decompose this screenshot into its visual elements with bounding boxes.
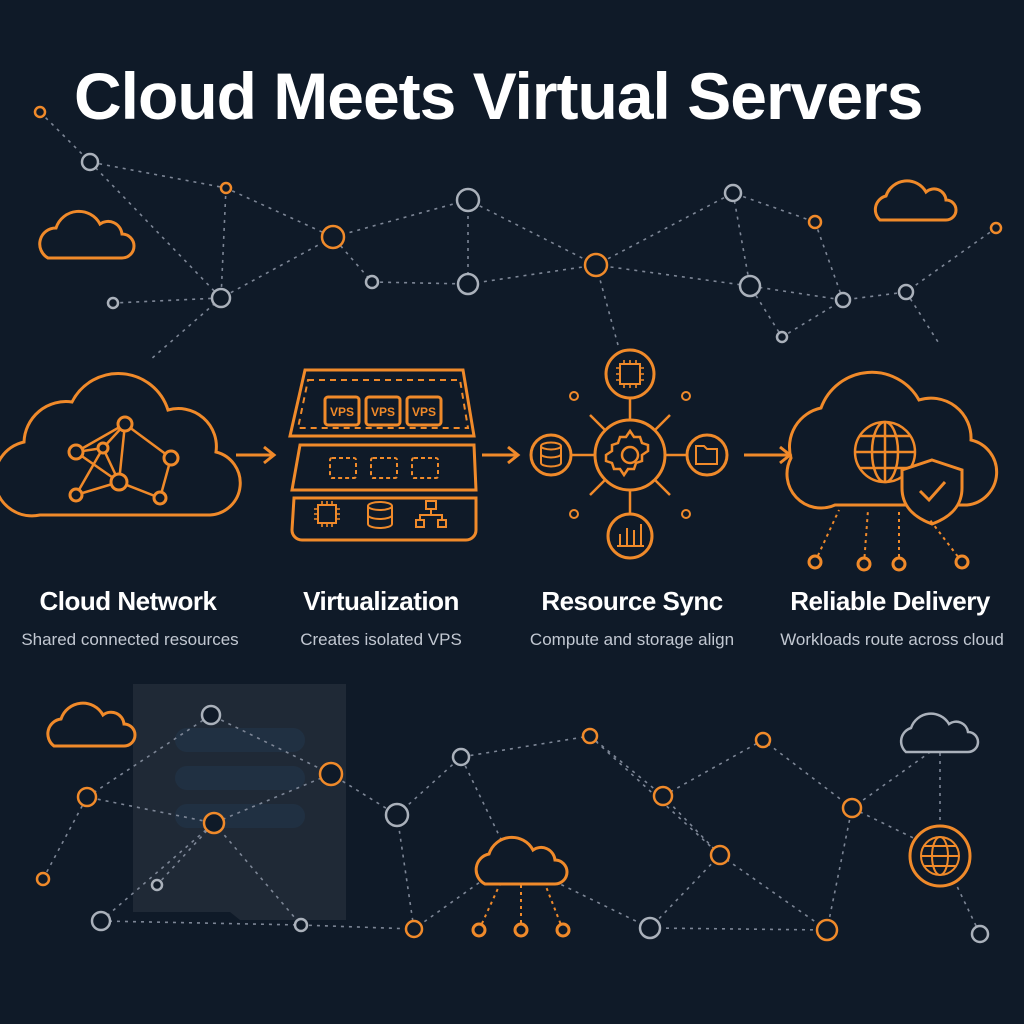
stage-label-reliable-delivery: Reliable Delivery xyxy=(790,586,990,616)
server-watermark xyxy=(133,684,346,920)
small-cloud-icon xyxy=(46,701,137,748)
cloud-network-icon xyxy=(0,372,242,518)
shield-check-icon xyxy=(900,458,964,526)
background-network-top xyxy=(39,111,997,361)
vps-label: VPS xyxy=(412,405,436,419)
stage-description-virtualization: Creates isolated VPS xyxy=(300,630,462,649)
server-stack-icon xyxy=(288,368,478,542)
globe-icon xyxy=(853,420,917,484)
arrow-icon xyxy=(482,445,521,465)
small-cloud-icon xyxy=(873,179,958,222)
background-network-bottom xyxy=(42,714,981,935)
cloud-globe-shield-icon xyxy=(785,370,999,572)
arrow-icon xyxy=(236,445,277,465)
stage-description-resource-sync: Compute and storage align xyxy=(529,630,735,649)
gear-hub-icon xyxy=(529,348,729,560)
stage-description-reliable-delivery: Workloads route across cloud xyxy=(780,630,1004,649)
cloud-hub-icon xyxy=(471,835,571,938)
page-title: Cloud Meets Virtual Servers xyxy=(74,59,923,133)
background-nodes-top xyxy=(33,105,1003,344)
globe-icon xyxy=(908,824,972,888)
vps-label: VPS xyxy=(330,405,354,419)
small-cloud-icon xyxy=(38,209,136,260)
arrow-icon xyxy=(744,445,793,465)
vps-label: VPS xyxy=(371,405,395,419)
stage-description-cloud-network: Shared connected resources xyxy=(21,630,239,649)
small-cloud-icon xyxy=(899,712,980,754)
stage-label-cloud-network: Cloud Network xyxy=(39,586,217,616)
background-nodes-bottom xyxy=(35,704,990,944)
gear-icon xyxy=(604,428,650,478)
stage-label-virtualization: Virtualization xyxy=(303,586,459,616)
vps-label-group: VPS VPS VPS xyxy=(330,405,436,419)
stage-label-resource-sync: Resource Sync xyxy=(541,586,723,616)
